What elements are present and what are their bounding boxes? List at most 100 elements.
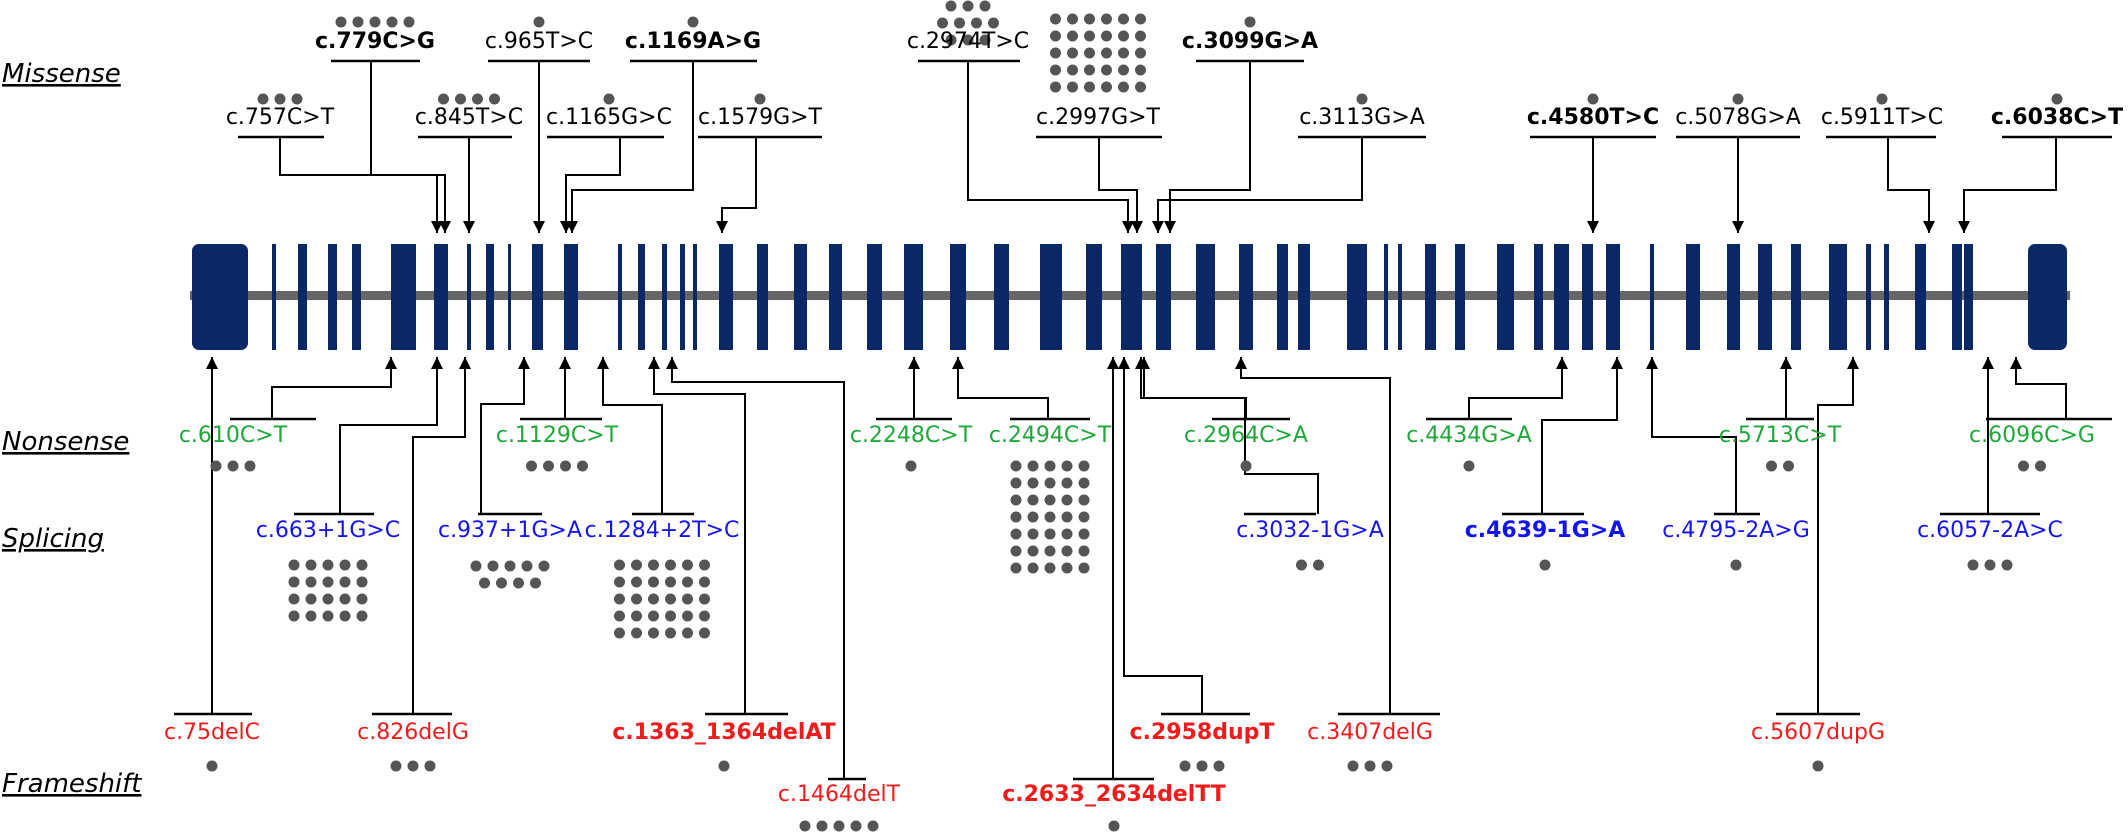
splicing-variant-label: c.6057-2A>C [1917, 518, 2063, 543]
nonsense-dot [1078, 477, 1090, 489]
connector-line [671, 357, 845, 779]
missense-dot [1084, 64, 1095, 76]
arrow-head [431, 221, 443, 233]
missense-variant-label: c.1165G>C [546, 105, 672, 130]
splicing-dot [339, 576, 351, 588]
nonsense-variant-label: c.1129C>T [496, 423, 619, 448]
missense-dot [291, 93, 303, 105]
exon [719, 244, 733, 350]
missense-dot [1084, 81, 1095, 93]
nonsense-dot [244, 460, 256, 472]
nonsense-dot [1044, 477, 1056, 489]
missense-dot [1050, 13, 1061, 25]
frameshift-dot [718, 760, 730, 772]
frameshift-dot [206, 760, 218, 772]
splicing-dot [538, 560, 550, 572]
arrow-head [908, 357, 920, 369]
arrow-head [1122, 221, 1134, 233]
missense-dot [945, 0, 957, 12]
splicing-dot [631, 593, 642, 605]
arrow-head [597, 357, 609, 369]
arrow-head [463, 221, 475, 233]
arrow-head [1587, 221, 1599, 233]
splicing-dot [1984, 559, 1996, 571]
nonsense-dot [1078, 511, 1090, 523]
missense-variant-label: c.779C>G [315, 29, 435, 54]
splicing-variant-label: c.1284+2T>C [585, 518, 740, 543]
arrow-head [1131, 221, 1143, 233]
nonsense-dot [1027, 545, 1039, 557]
variant-labels: c.757C>Tc.779C>Gc.845T>Cc.965T>Cc.1165G>… [164, 29, 2123, 807]
missense-dot [1101, 81, 1112, 93]
arrow-head [385, 357, 397, 369]
splicing-dot [614, 559, 625, 571]
nonsense-dot [1027, 528, 1039, 540]
missense-dot [1118, 64, 1129, 76]
nonsense-dot [1044, 494, 1056, 506]
nonsense-variant-label: c.610C>T [179, 423, 288, 448]
missense-dot [489, 93, 500, 105]
missense-dot [1732, 93, 1744, 105]
frameshift-dot [867, 820, 879, 832]
splicing-dot [322, 576, 334, 588]
splicing-dot [665, 576, 676, 588]
splicing-variant-label: c.937+1G>A [438, 518, 582, 543]
connector-line [2015, 357, 2067, 419]
arrow-head [559, 357, 571, 369]
missense-dot [971, 17, 982, 29]
splicing-dot [339, 559, 351, 571]
splicing-variant-label: c.663+1G>C [256, 518, 400, 543]
exon [1791, 244, 1801, 350]
missense-dot [369, 16, 381, 28]
frameshift-variant-label: c.2958dupT [1130, 720, 1275, 745]
frameshift-dot [850, 820, 862, 832]
frameshift-variant-label: c.1363_1364delAT [612, 720, 835, 745]
exon [328, 244, 337, 350]
splicing-dot [305, 610, 317, 622]
splicing-dot [305, 593, 317, 605]
frameshift-dot [1196, 760, 1208, 772]
exon [1534, 244, 1543, 350]
missense-dot [1101, 64, 1112, 76]
arrow-head [1847, 357, 1859, 369]
splicing-dot [288, 576, 300, 588]
exon [1758, 244, 1772, 350]
missense-dot [1050, 81, 1061, 93]
exon [994, 244, 1009, 350]
arrow-head [1732, 221, 1744, 233]
exon [486, 244, 494, 350]
splicing-dot [1730, 559, 1742, 571]
missense-dot [1067, 81, 1078, 93]
exon [1398, 244, 1402, 350]
connector-line [1887, 137, 1930, 233]
splicing-dot [682, 610, 693, 622]
nonsense-variant-label: c.5713C>T [1719, 423, 1842, 448]
exon [1347, 244, 1367, 350]
splicing-dot [322, 559, 334, 571]
connector-line [339, 357, 438, 514]
missense-variant-label: c.6038C>T [1991, 105, 2123, 130]
arrow-head [1164, 221, 1176, 233]
connector-line [602, 357, 663, 514]
nonsense-dot [1078, 494, 1090, 506]
exon [904, 244, 923, 350]
nonsense-dot [1010, 511, 1022, 523]
nonsense-variant-label: c.2248C>T [850, 423, 973, 448]
nonsense-dot [905, 460, 917, 472]
exon [532, 244, 543, 350]
frameshift-dot [1812, 760, 1824, 772]
frameshift-dot [833, 820, 845, 832]
missense-dot [438, 93, 449, 105]
frameshift-dot [1108, 820, 1120, 832]
category-label-nonsense: Nonsense [2, 427, 129, 457]
missense-dot [603, 93, 615, 105]
connector-line [1140, 357, 1319, 514]
connector-line [1157, 137, 1363, 233]
missense-dot [1135, 64, 1146, 76]
nonsense-dot [1766, 460, 1777, 472]
missense-dot [1101, 47, 1112, 59]
exon [1964, 244, 1973, 350]
arrow-head [716, 221, 728, 233]
exon [1554, 244, 1569, 350]
connector-line [1123, 357, 1203, 714]
